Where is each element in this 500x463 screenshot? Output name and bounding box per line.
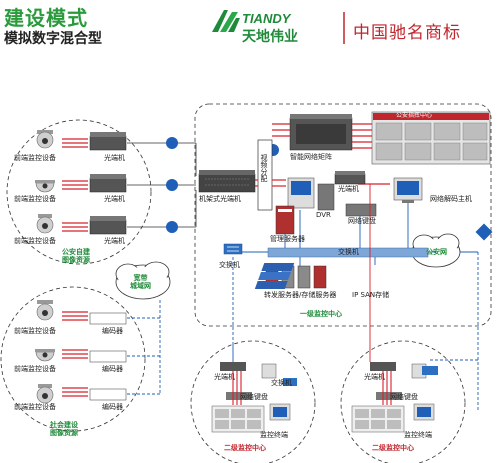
- label-matrix: 智能网络矩阵: [290, 153, 332, 161]
- label-optical-2: 光端机: [104, 195, 125, 203]
- network-links: [232, 203, 479, 410]
- social-net-links: [127, 300, 161, 395]
- network-keyboard-device: [345, 203, 377, 217]
- police-front-cameras: [35, 130, 55, 234]
- label-wall-title: 公安指挥中心: [396, 112, 433, 119]
- label-l2-right-optical: 光端机: [364, 373, 385, 381]
- label-ip-san: IP SAN存储: [352, 291, 390, 299]
- label-front-device-3: 前端监控设备: [14, 237, 56, 245]
- level2-center-left: [190, 340, 316, 463]
- social-encoders: [89, 312, 127, 401]
- label-level2-left: 二级监控中心: [224, 444, 266, 452]
- label-video-dist: 视频分配: [260, 154, 268, 182]
- ip-san-device: [254, 263, 295, 289]
- label-core-switch: 交换机: [338, 248, 359, 256]
- label-front-device-4: 前端监控设备: [14, 327, 56, 335]
- decoder-host-device: [393, 177, 423, 203]
- label-social-resources: 社会建设 图像资源: [50, 421, 78, 438]
- switch-icon: [223, 243, 243, 255]
- social-video-links: [62, 311, 88, 397]
- label-level2-right: 二级监控中心: [372, 444, 414, 452]
- label-broadband: 宽带 城域网: [130, 274, 151, 291]
- label-l2-left-terminal: 监控终端: [260, 431, 288, 439]
- level2-right-devices: [351, 362, 438, 433]
- label-front-device-6: 前端监控设备: [14, 403, 56, 411]
- matrix-device: [289, 114, 353, 151]
- police-device-group: [6, 119, 152, 265]
- dvr-device: [287, 177, 335, 211]
- fiber-links: [127, 142, 197, 228]
- label-encoder-3: 编码器: [102, 403, 123, 411]
- label-l2-right-keyboard: 网络键盘: [390, 393, 418, 401]
- page-title: 建设模式: [4, 6, 88, 30]
- social-front-cameras: [35, 300, 55, 404]
- label-optical-3: 光端机: [104, 237, 125, 245]
- label-police-resources: 公安自建 图像资源: [62, 248, 90, 265]
- mgmt-server-device: [275, 205, 295, 235]
- slogan: 中国驰名商标: [353, 23, 461, 43]
- level2-center-right: [340, 340, 466, 463]
- label-l2-left-optical: 光端机: [214, 373, 235, 381]
- police-video-links: [62, 138, 88, 232]
- label-optical-1: 光端机: [104, 154, 125, 162]
- label-center-optical: 光端机: [338, 185, 359, 193]
- video-wall: [371, 111, 491, 165]
- level1-center-boundary: [194, 103, 492, 327]
- label-police-net: 公安网: [426, 248, 447, 256]
- center-optical-device: [334, 171, 366, 185]
- label-dvr: DVR: [316, 211, 331, 219]
- label-level1-center: 一级监控中心: [300, 310, 342, 318]
- label-front-device-2: 前端监控设备: [14, 195, 56, 203]
- rack-optical-device: [198, 170, 256, 193]
- label-l2-right-terminal: 监控终端: [404, 431, 432, 439]
- label-decoder-host: 网络解码主机: [430, 195, 472, 203]
- police-optical-units: [89, 132, 127, 235]
- label-mgmt-server: 管理服务器: [270, 235, 305, 243]
- label-front-device-5: 前端监控设备: [14, 365, 56, 373]
- link-connector-icon: [475, 223, 493, 241]
- label-encoder-1: 编码器: [102, 327, 123, 335]
- label-rack-optical: 机架式光端机: [199, 195, 241, 203]
- label-keyboard: 网络键盘: [348, 217, 376, 225]
- core-switch-bar: [267, 247, 429, 258]
- label-encoder-2: 编码器: [102, 365, 123, 373]
- label-switch-left: 交换机: [219, 261, 240, 269]
- label-media-server: 转发服务器/存储服务器: [264, 291, 337, 299]
- label-l2-left-switch: 交换机: [271, 379, 292, 387]
- broadband-cloud-icon: [115, 261, 171, 300]
- level2-left-devices: [211, 362, 297, 433]
- brand-name: TIANDY: [242, 11, 291, 26]
- social-device-group: [0, 286, 146, 432]
- video-distributor-box: [257, 139, 273, 211]
- brand-name-cn: 天地伟业: [242, 29, 298, 45]
- page-subtitle: 模拟数字混合型: [4, 31, 102, 47]
- label-l2-left-keyboard: 网络键盘: [240, 393, 268, 401]
- label-front-device-1: 前端监控设备: [14, 154, 56, 162]
